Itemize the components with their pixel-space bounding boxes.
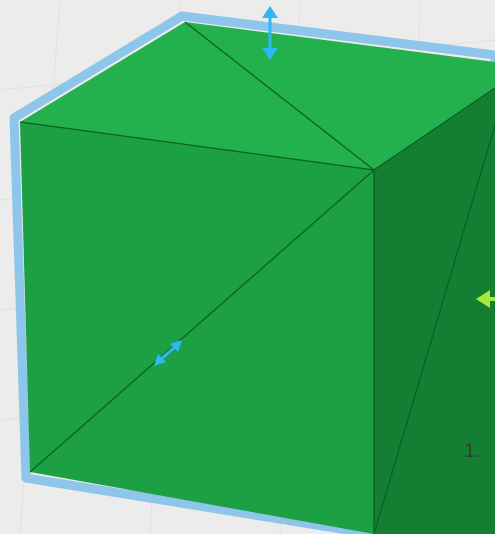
selection-outline <box>9 11 495 534</box>
lateral-scale-arrow-icon[interactable] <box>476 290 495 308</box>
vertical-scale-arrow-icon[interactable] <box>262 6 278 60</box>
dimension-label: 1. <box>464 440 481 462</box>
cube-top-face[interactable] <box>20 22 495 170</box>
diagonal-scale-arrow-icon[interactable] <box>154 340 182 366</box>
cube-front-face[interactable] <box>20 122 374 534</box>
cube-side-face[interactable] <box>374 88 495 534</box>
cube-edges <box>19 21 495 534</box>
